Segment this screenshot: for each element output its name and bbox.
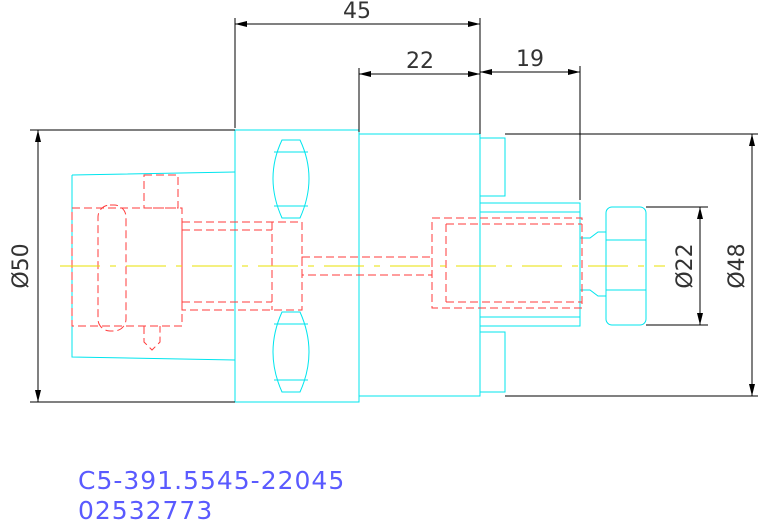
part-code: 02532773 [78, 496, 214, 525]
pilot-step-top [479, 137, 506, 197]
dim-body-diameter: Ø48 [725, 243, 750, 288]
hidden-slot [97, 204, 127, 332]
shank [479, 202, 581, 327]
taper-section [71, 171, 236, 361]
part-number: C5-391.5545-22045 [78, 466, 346, 495]
part-outline [71, 129, 647, 403]
main-body [358, 133, 481, 397]
screw-head [580, 231, 607, 297]
dim-overall-length: 45 [343, 0, 371, 24]
hidden-thread [431, 217, 583, 309]
dim-body-length: 22 [406, 49, 434, 74]
hidden-bore-left [71, 207, 183, 327]
drive-slot-top [272, 139, 310, 219]
pilot-step-bottom [479, 331, 506, 393]
dim-shank-length: 19 [516, 47, 544, 72]
dim-shank-diameter: Ø22 [673, 243, 698, 288]
part-label: C5-391.5545-22045 02532773 [78, 466, 345, 526]
dimension-lines [30, 18, 758, 403]
hidden-features [71, 174, 583, 351]
dim-outer-diameter: Ø50 [9, 243, 34, 288]
drive-slot-bottom [272, 311, 310, 393]
